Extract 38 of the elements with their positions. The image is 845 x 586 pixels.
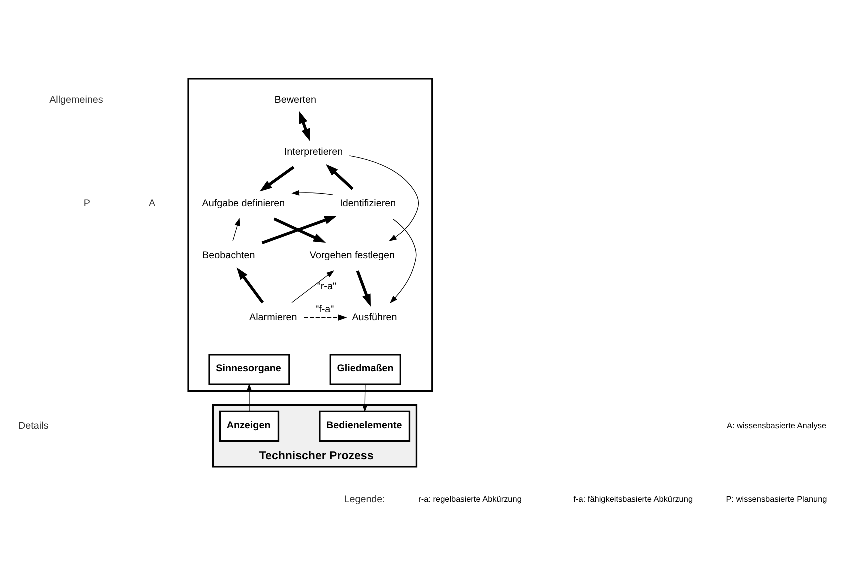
arrow (299, 110, 310, 141)
arrow (246, 383, 252, 412)
arrow (349, 155, 420, 242)
node-box: Bedienelemente (319, 410, 411, 442)
arrow (260, 166, 295, 192)
node-text: Interpretieren (284, 146, 344, 158)
arrow (262, 216, 338, 244)
label: A (148, 198, 156, 210)
node-box: Sinnesorgane (208, 354, 290, 385)
node-text: Bewerten (274, 94, 316, 106)
arrow (356, 270, 371, 306)
node-text: Ausführen (352, 312, 398, 323)
legend-label: A: wissensbasierte Analyse (726, 421, 827, 430)
node-text: Alarmieren (250, 312, 298, 323)
node-box: Anzeigen (219, 410, 280, 442)
arrow (274, 217, 326, 242)
arrow (326, 164, 354, 190)
node-box: Gliedmaßen (330, 354, 402, 385)
edge-label: "r-a" (317, 280, 336, 292)
arrow (292, 190, 334, 196)
label: Details (18, 420, 49, 432)
legend-label: P: wissensbasierte Planung (726, 494, 828, 504)
edge-label: "f-a" (316, 304, 334, 316)
legend-label: r-a: regelbasierte Abkürzung (418, 494, 522, 504)
node-text: Beobachten (202, 250, 256, 262)
arrow (232, 218, 240, 241)
arrow (362, 384, 368, 412)
label: Allgemeines (50, 94, 104, 106)
node-text: Identifizieren (340, 198, 396, 210)
label: Legende: (344, 494, 386, 505)
node-text: Aufgabe definieren (202, 198, 286, 210)
legend-label: f-a: fähigkeitsbasierte Abkürzung (574, 494, 694, 504)
label: P (84, 198, 90, 210)
arrow (304, 314, 348, 320)
node-text: Vorgehen festlegen (310, 250, 396, 262)
arrow (292, 270, 335, 303)
arrow (236, 267, 264, 304)
arrow (390, 218, 417, 304)
